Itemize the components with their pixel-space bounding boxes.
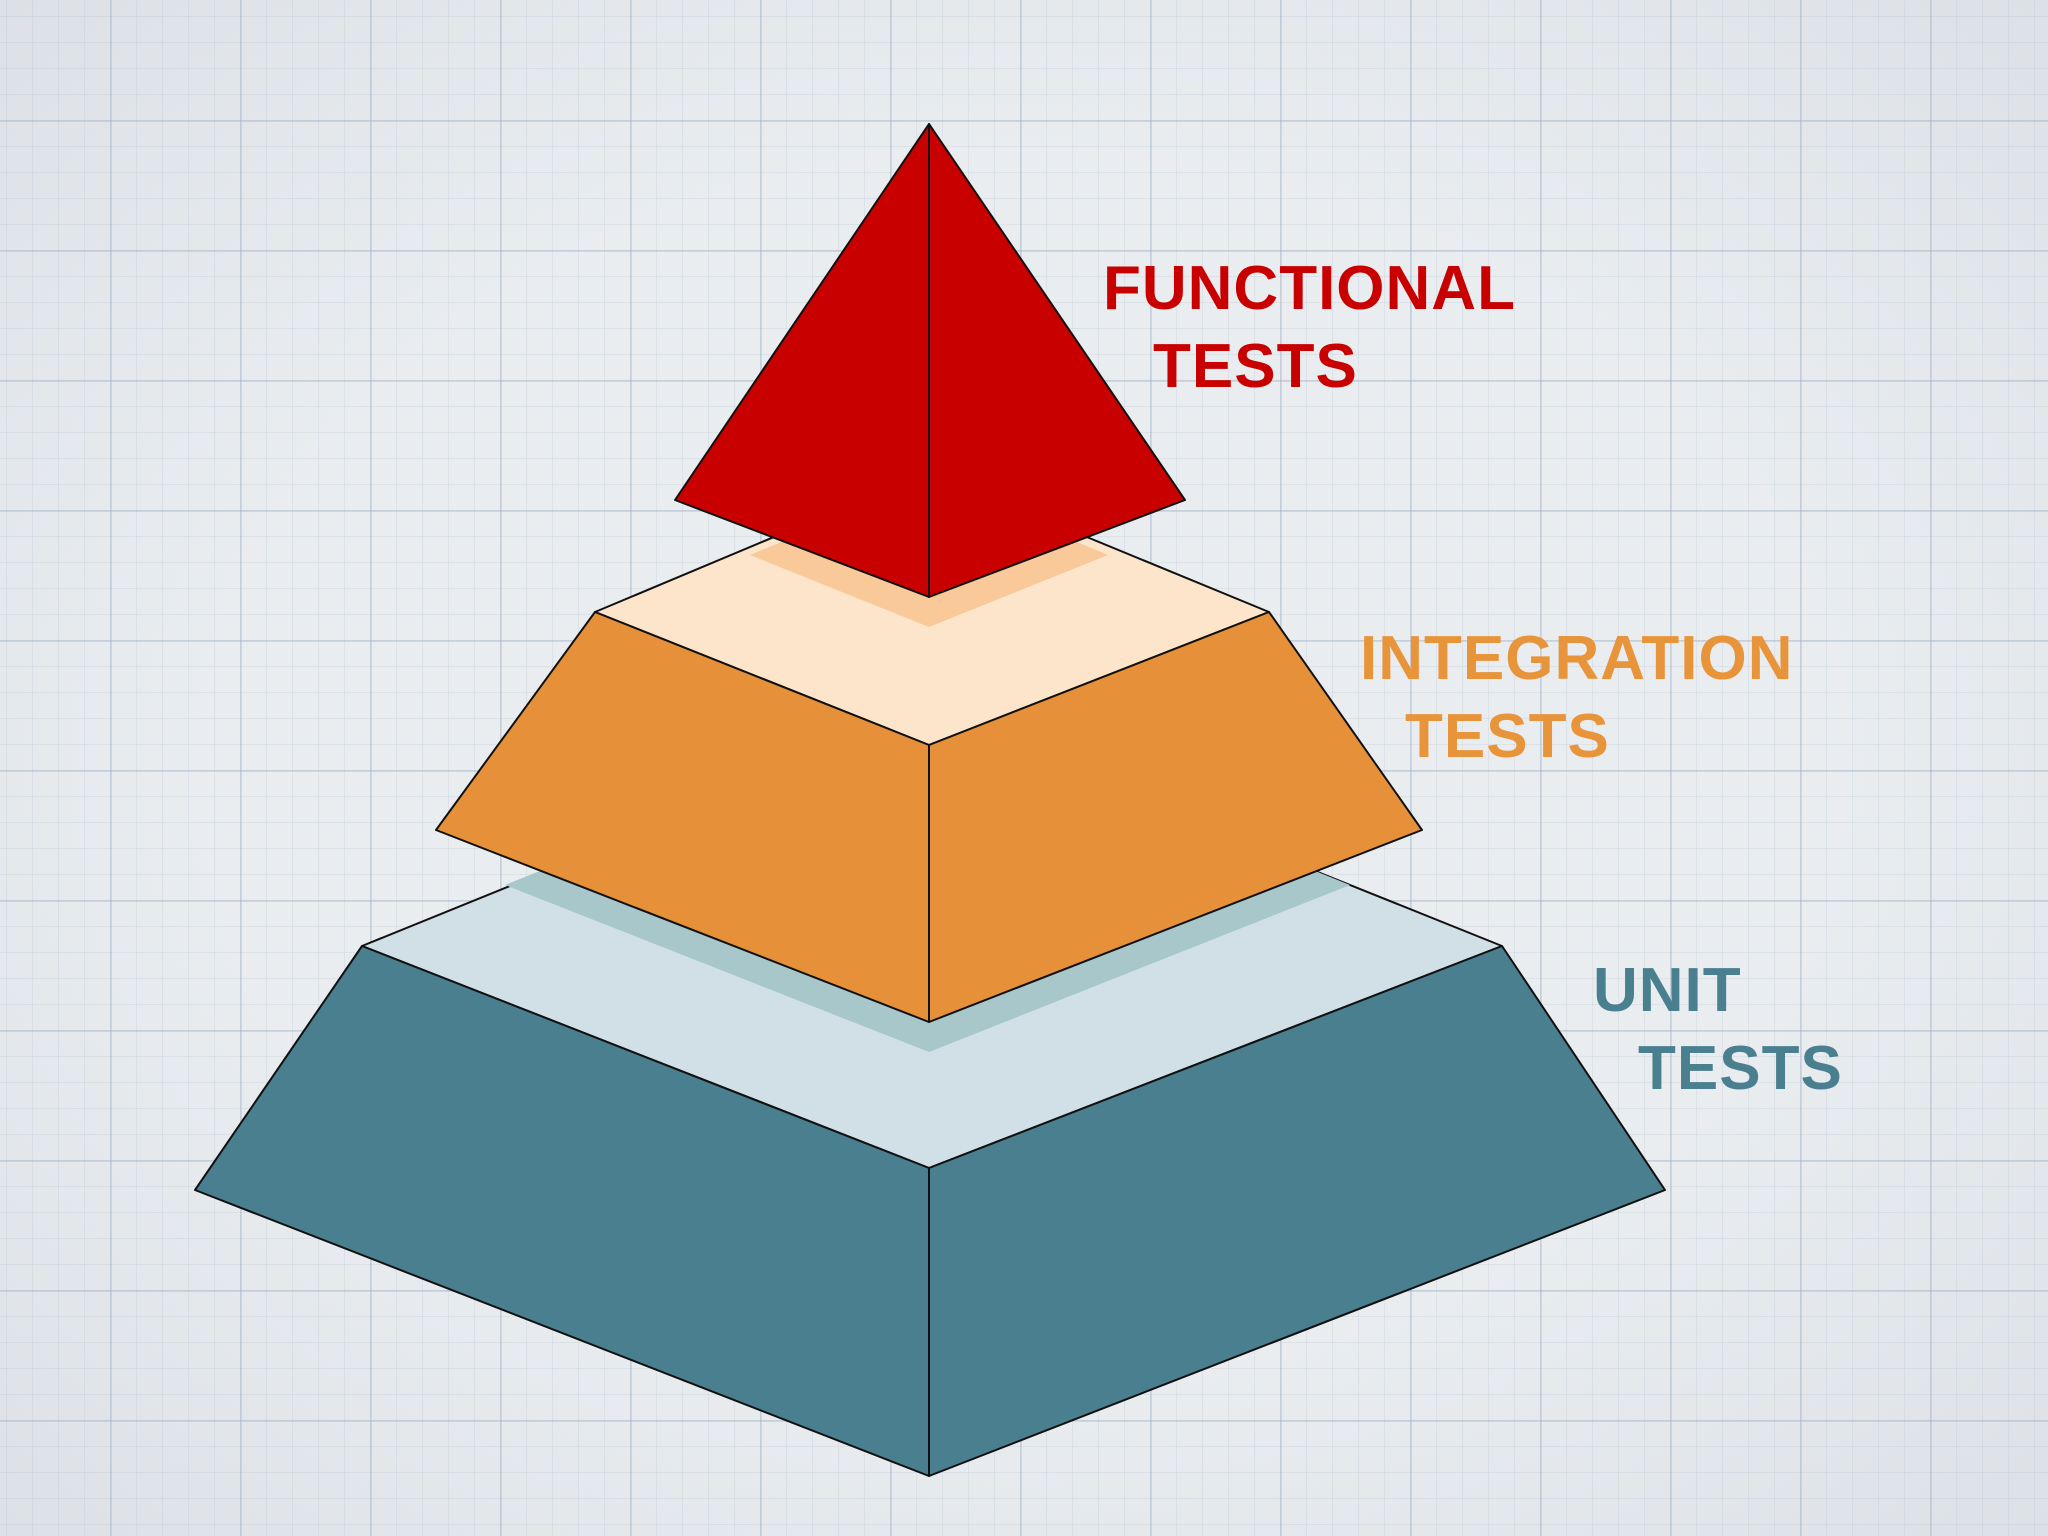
integration-tests-layer-right-face — [928, 611, 1423, 1023]
unit-tests-label-line2: TESTS — [1638, 1034, 1843, 1103]
unit-tests-label: UNIT TESTS — [1593, 952, 1843, 1108]
unit-tests-label-line1: UNIT — [1593, 956, 1742, 1025]
integration-tests-layer — [435, 471, 1423, 1023]
functional-tests-label-line2: TESTS — [1153, 332, 1358, 401]
functional-tests-layer — [674, 123, 1186, 598]
functional-tests-layer-right-face — [928, 123, 1186, 598]
functional-tests-label: FUNCTIONAL TESTS — [1103, 250, 1516, 406]
functional-tests-label-line1: FUNCTIONAL — [1103, 254, 1516, 323]
integration-tests-label-line2: TESTS — [1405, 702, 1610, 771]
unit-tests-layer-right-face — [928, 945, 1666, 1477]
integration-tests-label-line1: INTEGRATION — [1360, 624, 1794, 693]
integration-tests-label: INTEGRATION TESTS — [1360, 620, 1794, 776]
functional-tests-layer-left-face — [674, 123, 930, 598]
